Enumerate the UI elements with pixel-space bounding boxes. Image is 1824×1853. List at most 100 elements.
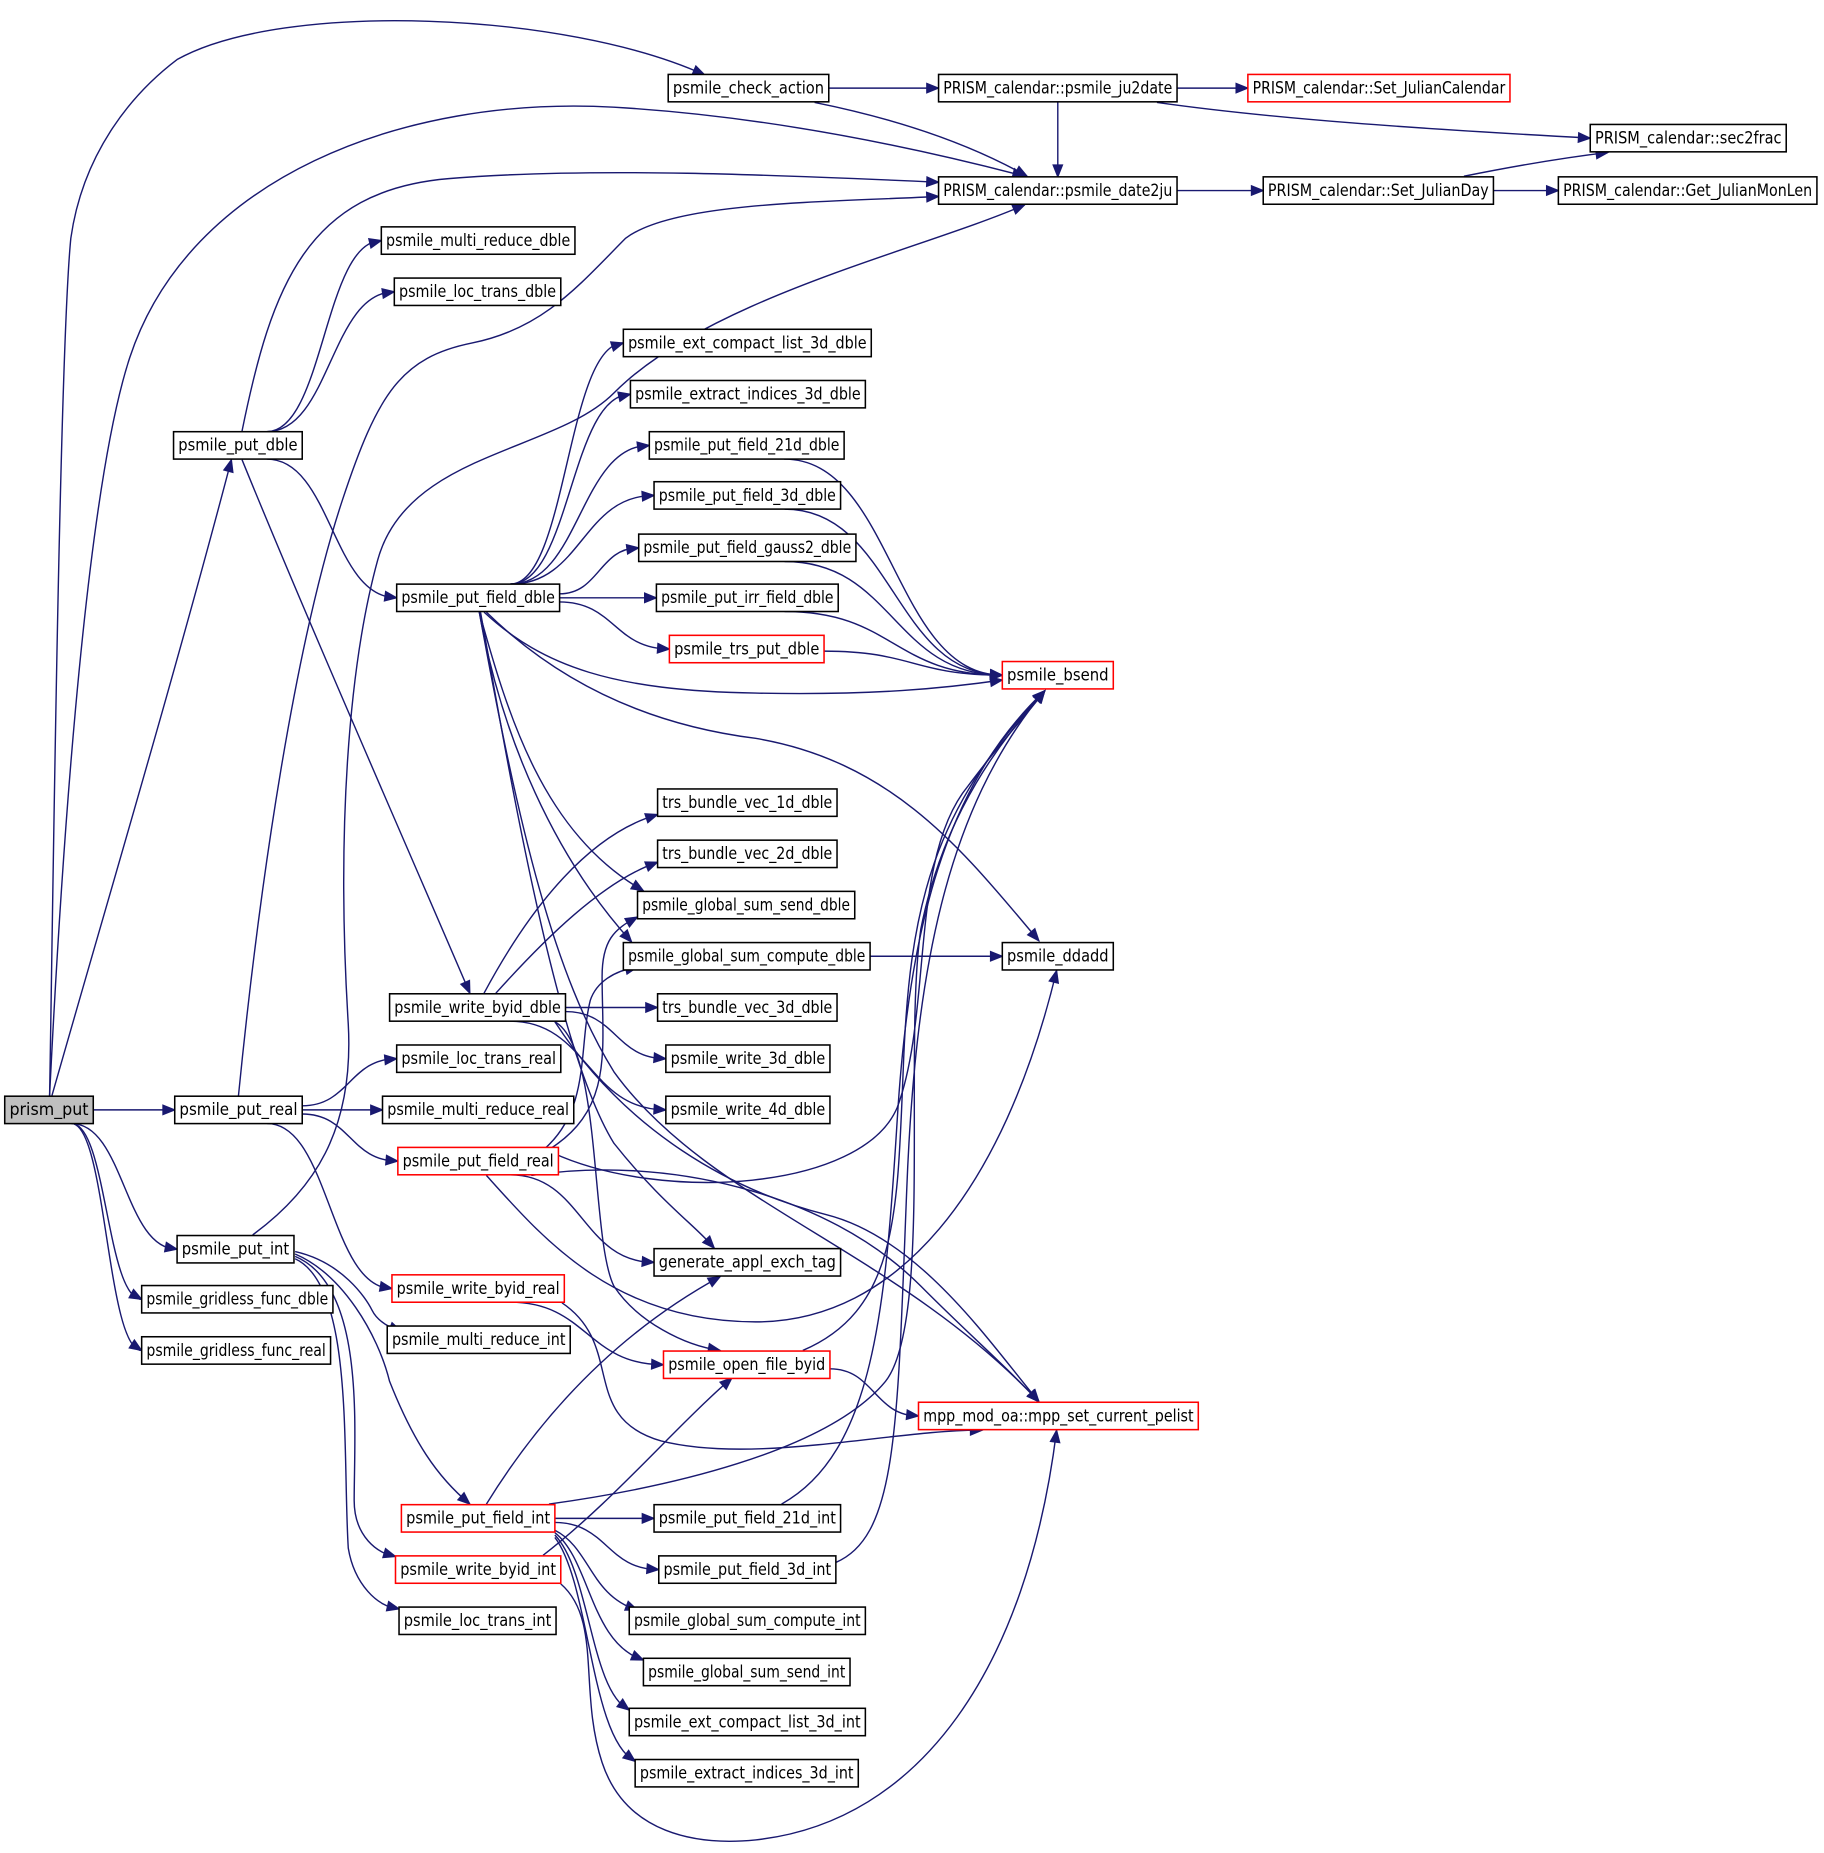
arrowhead xyxy=(641,1512,656,1525)
arrowhead xyxy=(615,1698,631,1712)
node-loc_trans_real[interactable]: psmile_loc_trans_real xyxy=(395,1044,562,1074)
node-bsend[interactable]: psmile_bsend xyxy=(1001,660,1115,690)
node-trs_1d[interactable]: trs_bundle_vec_1d_dble xyxy=(656,788,838,818)
arrowhead xyxy=(641,490,656,502)
node-write_byid_real[interactable]: psmile_write_byid_real xyxy=(391,1274,566,1303)
call-edge-put_field_int-to-gsum_compute_int xyxy=(554,1529,638,1611)
arrowhead xyxy=(382,1547,398,1559)
call-edge-prism_put-to-check_action xyxy=(48,20,706,1096)
node-sec2frac[interactable]: PRISM_calendar::sec2frac xyxy=(1589,123,1787,153)
node-box xyxy=(653,480,842,510)
node-pf_21d_int[interactable]: psmile_put_field_21d_int xyxy=(653,1503,842,1533)
node-mpp_pelist[interactable]: mpp_mod_oa::mpp_set_current_pelist xyxy=(917,1401,1200,1431)
node-label: mpp_mod_oa::mpp_set_current_pelist xyxy=(923,1406,1194,1426)
node-label: psmile_put_field_int xyxy=(406,1509,550,1529)
node-extract_3d_dble[interactable]: psmile_extract_indices_3d_dble xyxy=(629,379,867,409)
node-multi_reduce_real[interactable]: psmile_multi_reduce_real xyxy=(381,1095,575,1125)
node-ext_compact_3d_int[interactable]: psmile_ext_compact_list_3d_int xyxy=(628,1707,867,1737)
node-gsum_compute_dble[interactable]: psmile_global_sum_compute_dble xyxy=(622,941,871,971)
node-box xyxy=(642,1657,851,1687)
call-edge-put_field_real-to-mpp_pelist xyxy=(531,1169,1040,1403)
node-write_byid_dble[interactable]: psmile_write_byid_dble xyxy=(388,993,567,1022)
arrowhead xyxy=(1048,969,1060,985)
node-set_julcal[interactable]: PRISM_calendar::Set_JulianCalendar xyxy=(1247,73,1511,103)
node-put_field_dble[interactable]: psmile_put_field_dble xyxy=(395,583,561,613)
node-gridless_real[interactable]: psmile_gridless_func_real xyxy=(140,1335,332,1365)
call-edge-put_dble-to-write_byid_dble xyxy=(241,459,471,994)
node-ju2date[interactable]: PRISM_calendar::psmile_ju2date xyxy=(937,73,1178,103)
node-date2ju[interactable]: PRISM_calendar::psmile_date2ju xyxy=(937,176,1178,206)
node-label: psmile_ddadd xyxy=(1007,947,1109,967)
arrowhead xyxy=(619,928,633,944)
node-box xyxy=(1589,123,1787,153)
node-gridless_dble[interactable]: psmile_gridless_func_dble xyxy=(140,1284,334,1314)
node-label: PRISM_calendar::psmile_date2ju xyxy=(943,181,1172,201)
node-label: psmile_loc_trans_int xyxy=(404,1611,552,1631)
node-put_int[interactable]: psmile_put_int xyxy=(176,1234,295,1264)
node-gsum_compute_int[interactable]: psmile_global_sum_compute_int xyxy=(628,1606,867,1636)
call-edge-put_field_dble-to-mpp_pelist xyxy=(478,611,1040,1403)
node-box xyxy=(628,1707,867,1737)
call-edge-put_field_dble-to-gsum_send_dble xyxy=(478,611,644,892)
arrowhead xyxy=(456,1491,472,1506)
node-pf_gauss2_dble[interactable]: psmile_put_field_gauss2_dble xyxy=(637,533,857,563)
node-set_julday[interactable]: PRISM_calendar::Set_JulianDay xyxy=(1262,176,1495,206)
node-put_field_real[interactable]: psmile_put_field_real xyxy=(397,1146,560,1176)
node-box xyxy=(391,1274,566,1303)
node-box xyxy=(656,839,838,869)
node-label: psmile_multi_reduce_int xyxy=(392,1330,566,1350)
call-edge-put_dble-to-put_field_dble xyxy=(266,458,397,599)
node-get_monlen[interactable]: PRISM_calendar::Get_JulianMonLen xyxy=(1557,176,1818,206)
node-ddadd[interactable]: psmile_ddadd xyxy=(1001,941,1115,971)
arrowhead xyxy=(641,1255,656,1268)
node-gsum_send_int[interactable]: psmile_global_sum_send_int xyxy=(642,1657,851,1687)
node-put_field_int[interactable]: psmile_put_field_int xyxy=(400,1503,556,1533)
node-pf_21d_dble[interactable]: psmile_put_field_21d_dble xyxy=(648,430,845,460)
arrowhead xyxy=(1032,689,1046,704)
node-label: psmile_gridless_func_real xyxy=(146,1341,325,1361)
node-box xyxy=(662,1350,831,1380)
arrowhead xyxy=(653,1103,668,1115)
call-edge-put_real-to-loc_trans_real xyxy=(302,1057,397,1107)
node-box xyxy=(395,583,561,613)
call-edge-write_byid_int-to-open_file xyxy=(542,1377,733,1556)
node-label: psmile_put_field_3d_dble xyxy=(659,486,836,506)
node-box xyxy=(667,73,830,103)
node-prism_put[interactable]: prism_put xyxy=(3,1095,95,1125)
node-pf_3d_int[interactable]: psmile_put_field_3d_int xyxy=(657,1555,837,1585)
node-box xyxy=(140,1335,332,1365)
call-edge-write_byid_dble-to-write_3d_dble xyxy=(565,1010,666,1060)
node-trs_2d[interactable]: trs_bundle_vec_2d_dble xyxy=(656,839,838,869)
node-box xyxy=(653,1503,842,1533)
node-label: psmile_put_irr_field_dble xyxy=(661,588,833,608)
node-ext_compact_3d_dble[interactable]: psmile_ext_compact_list_3d_dble xyxy=(622,328,873,358)
node-box xyxy=(656,993,838,1022)
node-trs_3d[interactable]: trs_bundle_vec_3d_dble xyxy=(656,993,838,1022)
node-pf_3d_dble[interactable]: psmile_put_field_3d_dble xyxy=(653,480,842,510)
arrowhead xyxy=(1235,82,1250,94)
node-write_4d_dble[interactable]: psmile_write_4d_dble xyxy=(665,1095,831,1125)
node-loc_trans_int[interactable]: psmile_loc_trans_int xyxy=(398,1606,557,1636)
node-put_irr_dble[interactable]: psmile_put_irr_field_dble xyxy=(655,583,839,613)
arrowhead xyxy=(1049,1428,1061,1444)
call-edge-put_field_real-to-gsum_send_dble xyxy=(550,916,638,1149)
node-multi_reduce_dble[interactable]: psmile_multi_reduce_dble xyxy=(380,226,576,256)
node-write_3d_dble[interactable]: psmile_write_3d_dble xyxy=(665,1044,831,1074)
node-put_dble[interactable]: psmile_put_dble xyxy=(172,430,303,460)
node-gsum_send_dble[interactable]: psmile_global_sum_send_dble xyxy=(636,890,856,920)
node-loc_trans_dble[interactable]: psmile_loc_trans_dble xyxy=(393,277,562,307)
node-multi_reduce_int[interactable]: psmile_multi_reduce_int xyxy=(386,1325,571,1355)
node-box xyxy=(1247,73,1511,103)
node-write_byid_int[interactable]: psmile_write_byid_int xyxy=(394,1555,562,1585)
node-extract_3d_int[interactable]: psmile_extract_indices_3d_int xyxy=(634,1758,860,1788)
node-gen_tag[interactable]: generate_appl_exch_tag xyxy=(653,1247,842,1277)
node-trs_put_dble[interactable]: psmile_trs_put_dble xyxy=(668,634,825,664)
call-edge-trs_put_dble-to-bsend xyxy=(824,650,1003,676)
arrowhead xyxy=(645,1001,660,1014)
node-open_file[interactable]: psmile_open_file_byid xyxy=(662,1350,831,1380)
arrowhead xyxy=(370,1104,385,1116)
node-box xyxy=(394,1555,562,1585)
node-check_action[interactable]: psmile_check_action xyxy=(667,73,830,103)
arrowhead xyxy=(383,590,399,602)
node-put_real[interactable]: psmile_put_real xyxy=(173,1095,303,1125)
